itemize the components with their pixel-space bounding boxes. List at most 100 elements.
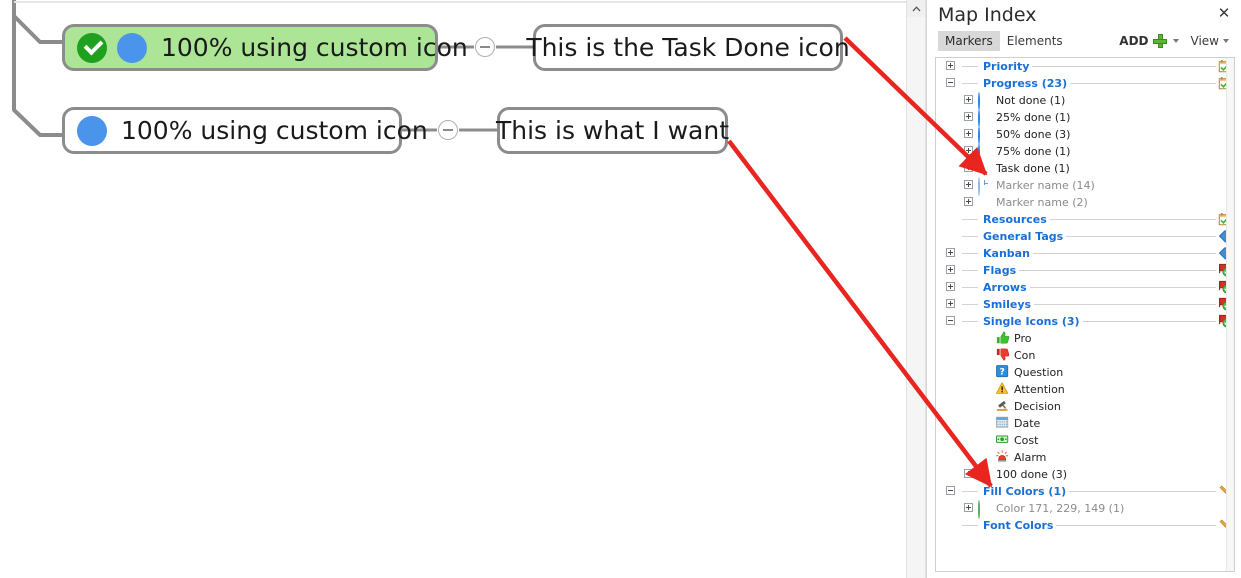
expander-plus-icon[interactable] (964, 180, 973, 189)
tree-marker-label: Attention (1014, 383, 1065, 396)
tree-marker-label: Cost (1014, 434, 1039, 447)
thumb-up-icon (996, 331, 1010, 345)
tree-marker-row[interactable]: Color 171, 229, 149 (1) (936, 500, 1234, 519)
tree-category-label: Progress (23) (980, 77, 1071, 90)
expander-minus-icon[interactable] (946, 78, 955, 87)
expander-minus-icon[interactable] (946, 486, 955, 495)
tree-marker-row[interactable]: Alarm (936, 449, 1234, 466)
tree-category-row[interactable]: Kanban (936, 245, 1234, 262)
tab-markers[interactable]: Markers (938, 31, 1000, 51)
tree-lead-line (962, 83, 978, 84)
tree-rule-line (980, 491, 1216, 492)
map-node-task-done-callout[interactable]: This is the Task Done icon (526, 24, 850, 71)
tree-category-row[interactable]: Progress (23) (936, 75, 1234, 92)
tree-lead-line (962, 253, 978, 254)
expander-plus-icon[interactable] (964, 163, 973, 172)
expander-plus-icon[interactable] (946, 61, 955, 70)
tree-category-label: Arrows (980, 281, 1030, 294)
tree-marker-label: Task done (1) (996, 162, 1070, 175)
view-button[interactable]: View (1191, 34, 1233, 48)
tree-marker-label: Pro (1014, 332, 1032, 345)
tree-marker-row[interactable]: Decision (936, 398, 1234, 415)
tree-rule-line (980, 219, 1216, 220)
tree-category-row[interactable]: Arrows (936, 279, 1234, 296)
tree-category-row[interactable]: Smileys (936, 296, 1234, 313)
money-icon (996, 433, 1010, 447)
swatch-green (978, 500, 992, 519)
tree-category-row[interactable]: Resources (936, 211, 1234, 228)
tree-category-label: Smileys (980, 298, 1035, 311)
panel-title: Map Index (938, 4, 1037, 26)
expander-plus-icon[interactable] (964, 112, 973, 121)
tree-category-row[interactable]: Priority (936, 58, 1234, 75)
tree-marker-row[interactable]: 100 done (3) (936, 466, 1234, 483)
map-index-panel: Map Index ✕ Markers Elements ADD View Pr… (926, 0, 1241, 578)
expander-plus-icon[interactable] (964, 146, 973, 155)
tree-marker-label: Question (1014, 366, 1064, 379)
tree-marker-row[interactable]: 50% done (3) (936, 126, 1234, 145)
tree-marker-label: 25% done (1) (996, 111, 1071, 124)
tree-marker-label: 75% done (1) (996, 145, 1071, 158)
mindmap-connectors (12, 0, 906, 137)
tree-category-row[interactable]: Fill Colors (1) (936, 483, 1234, 500)
map-vertical-scrollbar[interactable] (906, 0, 926, 578)
tree-marker-label: Decision (1014, 400, 1061, 413)
tree-category-row[interactable]: Flags (936, 262, 1234, 279)
tree-marker-row[interactable]: Marker name (2) (936, 194, 1234, 211)
map-node-what-i-want-callout[interactable]: This is what I want (495, 107, 730, 154)
expander-plus-icon[interactable] (964, 129, 973, 138)
progress-0 (978, 92, 992, 111)
expander-plus-icon[interactable] (946, 282, 955, 291)
tree-category-row[interactable]: Font Colors (936, 517, 1234, 534)
map-node-custom-icon-plain[interactable]: 100% using custom icon (62, 107, 428, 154)
collapse-toggle-node-2[interactable] (438, 120, 458, 140)
tree-marker-label: Alarm (1014, 451, 1047, 464)
question-icon: ? (996, 365, 1010, 379)
tree-marker-row[interactable]: Con (936, 347, 1234, 364)
collapse-toggle-node-1[interactable] (475, 37, 495, 57)
tree-marker-row[interactable]: Attention (936, 381, 1234, 398)
add-label: ADD (1119, 34, 1149, 48)
tree-marker-row[interactable]: 25% done (1) (936, 109, 1234, 128)
tree-rule-line (980, 525, 1216, 526)
map-node-label: This is what I want (495, 116, 730, 145)
blue-dot-icon (77, 115, 107, 146)
progress-full (978, 467, 992, 481)
expander-plus-icon[interactable] (964, 503, 973, 512)
expander-plus-icon[interactable] (946, 265, 955, 274)
add-button[interactable]: ADD (1119, 34, 1182, 48)
tree-marker-row[interactable]: Pro (936, 330, 1234, 347)
tree-category-label: Flags (980, 264, 1020, 277)
close-icon[interactable]: ✕ (1217, 3, 1231, 22)
tree-marker-row[interactable]: Task done (1) (936, 160, 1234, 177)
tree-marker-row[interactable]: Marker name (14) (936, 177, 1234, 196)
progress-full (978, 195, 992, 209)
tree-rule-line (980, 287, 1216, 288)
tree-marker-row[interactable]: Date (936, 415, 1234, 432)
warning-icon (995, 382, 1010, 396)
task-done (978, 161, 992, 175)
tree-marker-row[interactable]: Cost (936, 432, 1234, 449)
tree-category-row[interactable]: Single Icons (3) (936, 313, 1234, 330)
map-node-custom-icon-green[interactable]: 100% using custom icon (62, 24, 468, 71)
tree-marker-label: Marker name (14) (996, 179, 1095, 192)
tree-category-row[interactable]: General Tags (936, 228, 1234, 245)
expander-minus-icon[interactable] (946, 316, 955, 325)
tree-marker-row[interactable]: 75% done (1) (936, 143, 1234, 162)
expander-plus-icon[interactable] (946, 299, 955, 308)
chevron-down-icon[interactable] (1223, 39, 1229, 43)
tree-marker-row[interactable]: Not done (1) (936, 92, 1234, 111)
expander-plus-icon[interactable] (946, 248, 955, 257)
expander-plus-icon[interactable] (964, 469, 973, 478)
tree-marker-label: Marker name (2) (996, 196, 1088, 209)
chevron-down-icon[interactable] (1172, 39, 1179, 43)
plus-icon (1152, 34, 1167, 48)
tab-elements[interactable]: Elements (1006, 34, 1063, 48)
mindmap-canvas[interactable]: 100% using custom icon 100% using custom… (0, 0, 906, 578)
tree-vertical-scrollbar[interactable] (1226, 58, 1234, 571)
expander-plus-icon[interactable] (964, 197, 973, 206)
tree-marker-row[interactable]: ? Question (936, 364, 1234, 381)
expander-plus-icon[interactable] (964, 95, 973, 104)
scroll-up-arrow-icon[interactable] (907, 0, 925, 17)
